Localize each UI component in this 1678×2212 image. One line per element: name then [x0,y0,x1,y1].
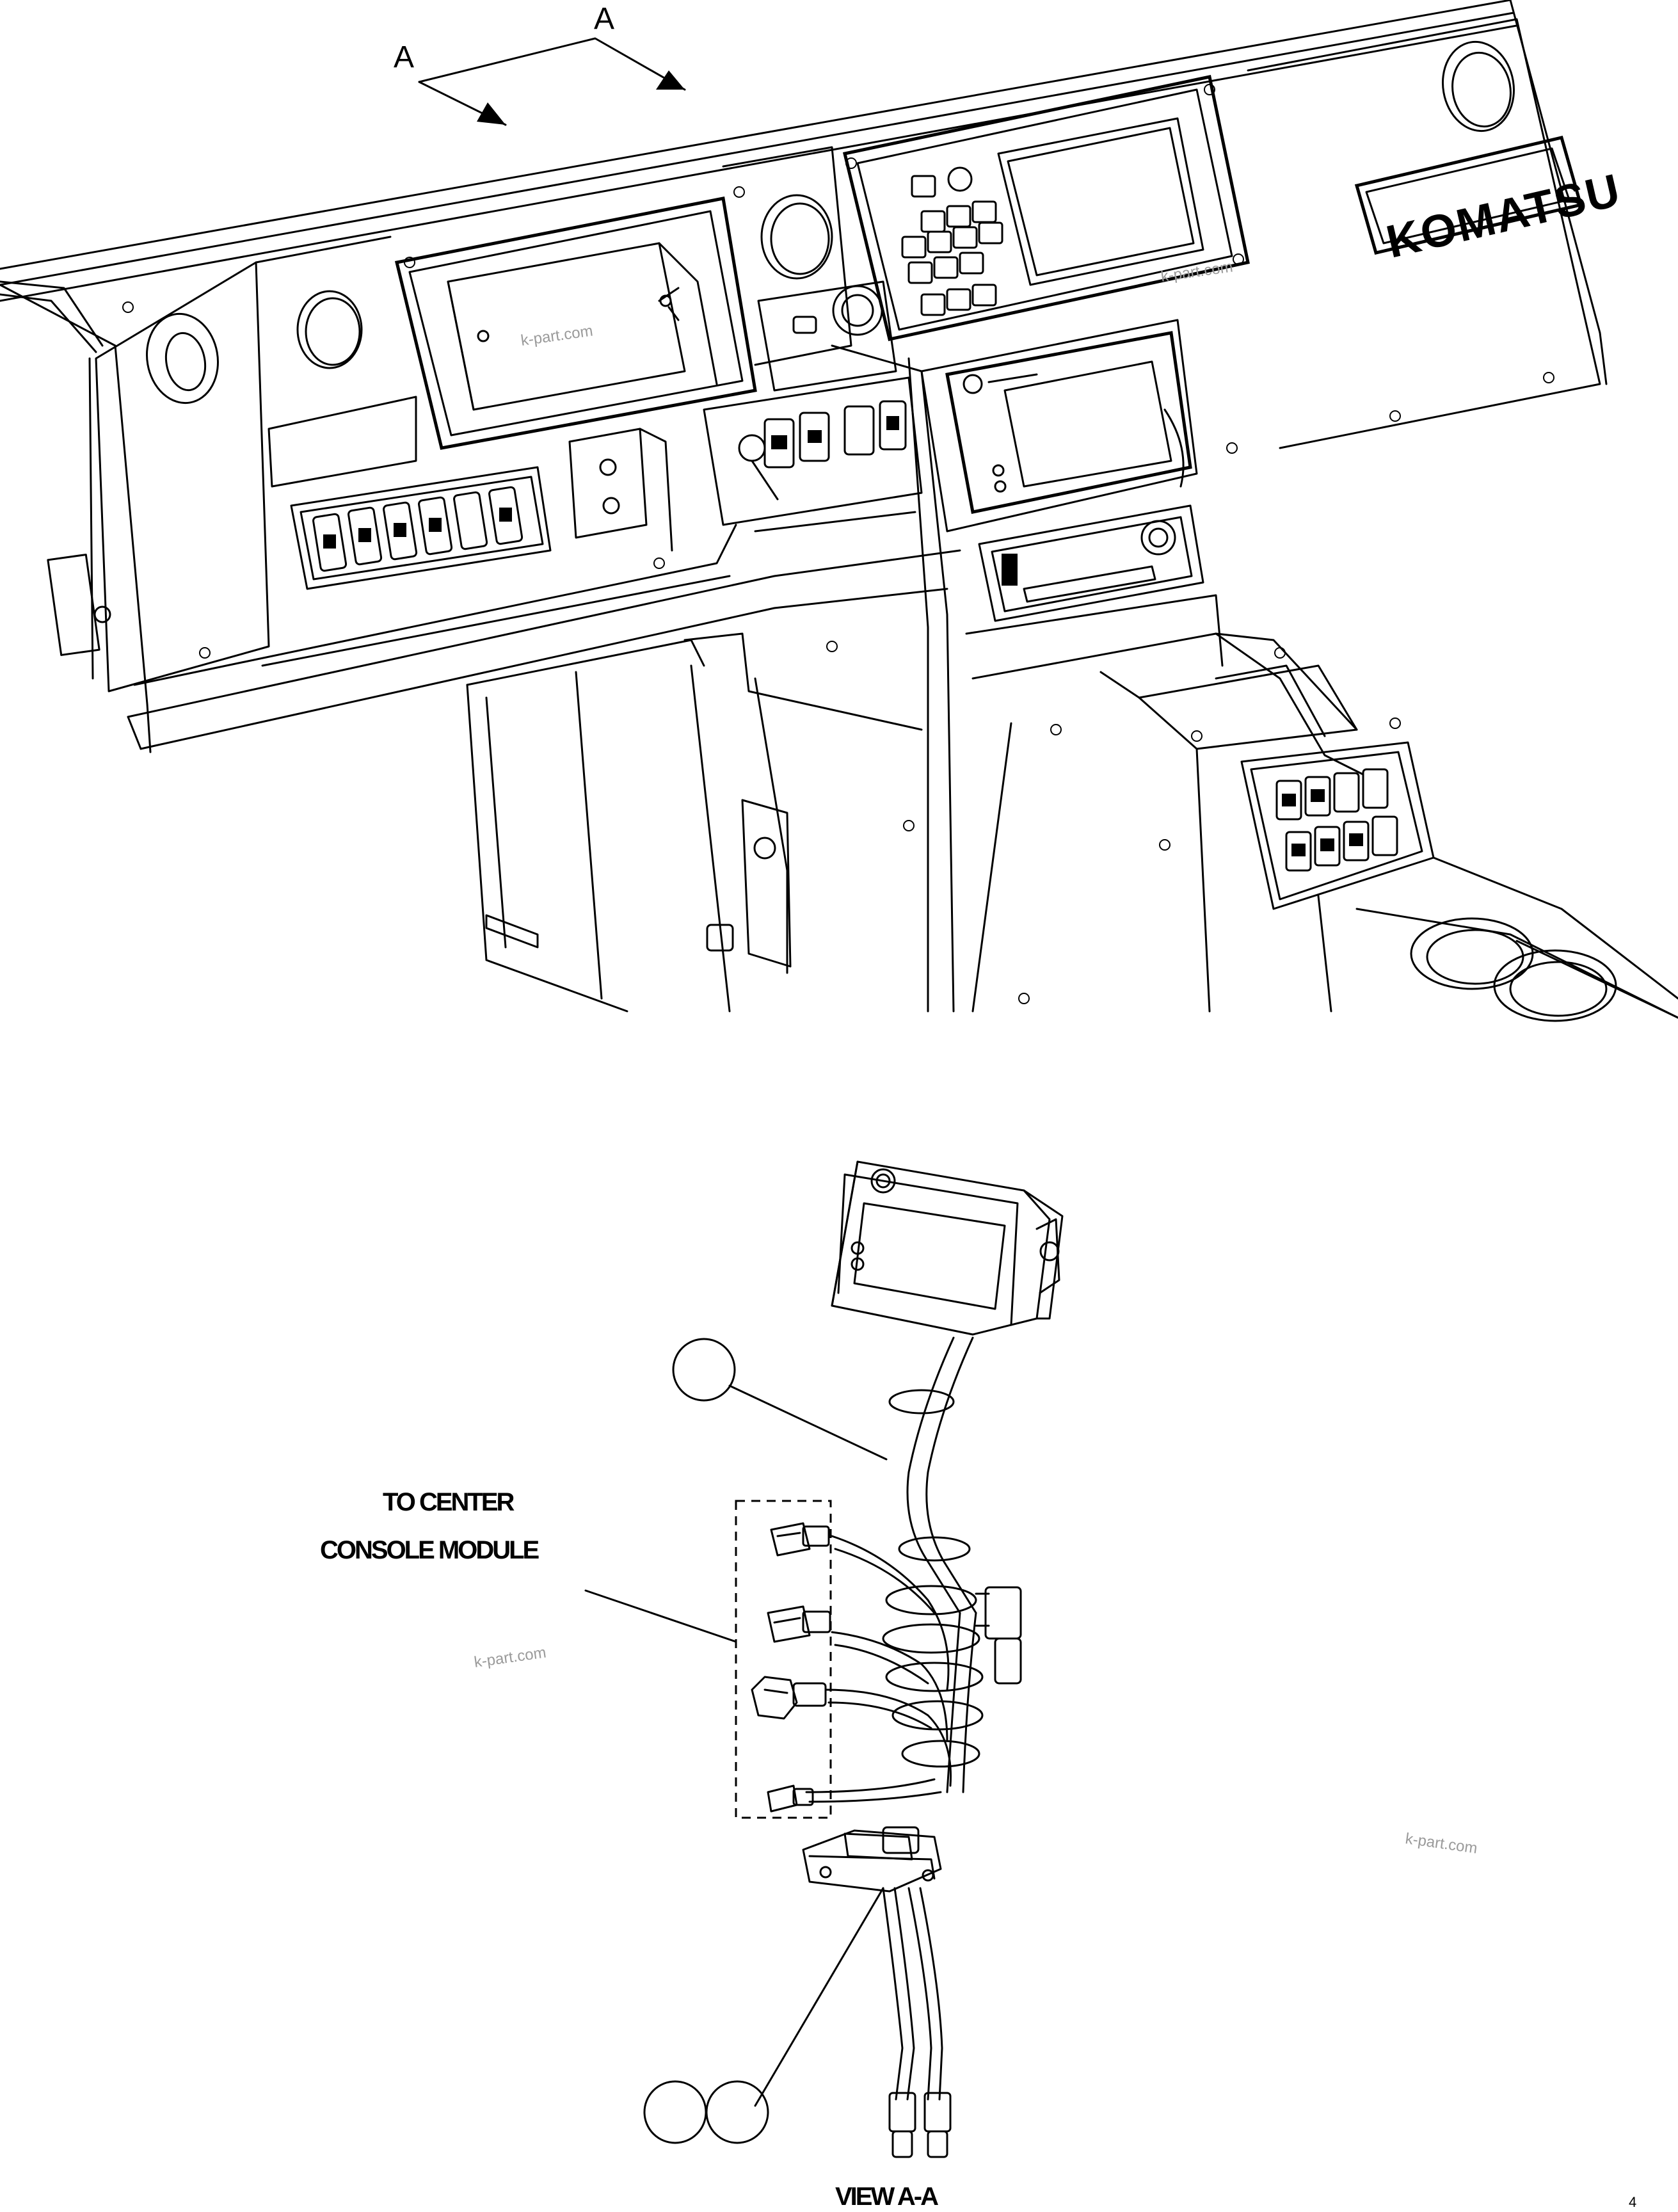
fasteners [122,84,1554,1004]
radio-opening [394,196,757,450]
callout-balloon-lower-right [705,2080,769,2144]
center-console [971,632,1678,1022]
view-caption: VIEW A-A [835,2183,938,2211]
watermark-3: k-part.com [473,1644,547,1671]
note-text-line2: CONSOLE MODULE [320,1536,539,1564]
left-switch-panel [290,466,552,590]
connector-2 [767,1605,831,1643]
connector-4 [767,1784,814,1813]
watermark-4: k-part.com [1404,1830,1478,1857]
aux-display-unit [920,319,1198,533]
drawing-number: 4 [1629,2194,1636,2210]
brand-panel: KOMATSU [1247,18,1626,449]
callout-balloon-lower-left [643,2080,707,2144]
callout-balloon-upper [672,1338,736,1402]
note-text-line1: TO CENTER [383,1488,515,1516]
watermark-1: k-part.com [520,322,594,349]
view-a-a-harness [584,1160,1064,2158]
keypad-display-module [842,75,1250,341]
connector-3 [751,1676,827,1720]
center-console-connectors-group [735,1500,832,1819]
junction-module [802,1826,942,1893]
watermark-2: k-part.com [1160,258,1234,285]
section-arrow-a: A A [394,2,686,126]
section-label-right: A [594,2,614,36]
section-label-left: A [394,40,414,74]
center-switch-panel [703,376,923,526]
radio-unit [978,504,1204,622]
connector-1 [770,1522,830,1557]
harness-display-unit [831,1160,1064,1336]
dashboard-assembly: KOMATSU [0,0,1678,1022]
pedestal-column [466,639,792,1013]
